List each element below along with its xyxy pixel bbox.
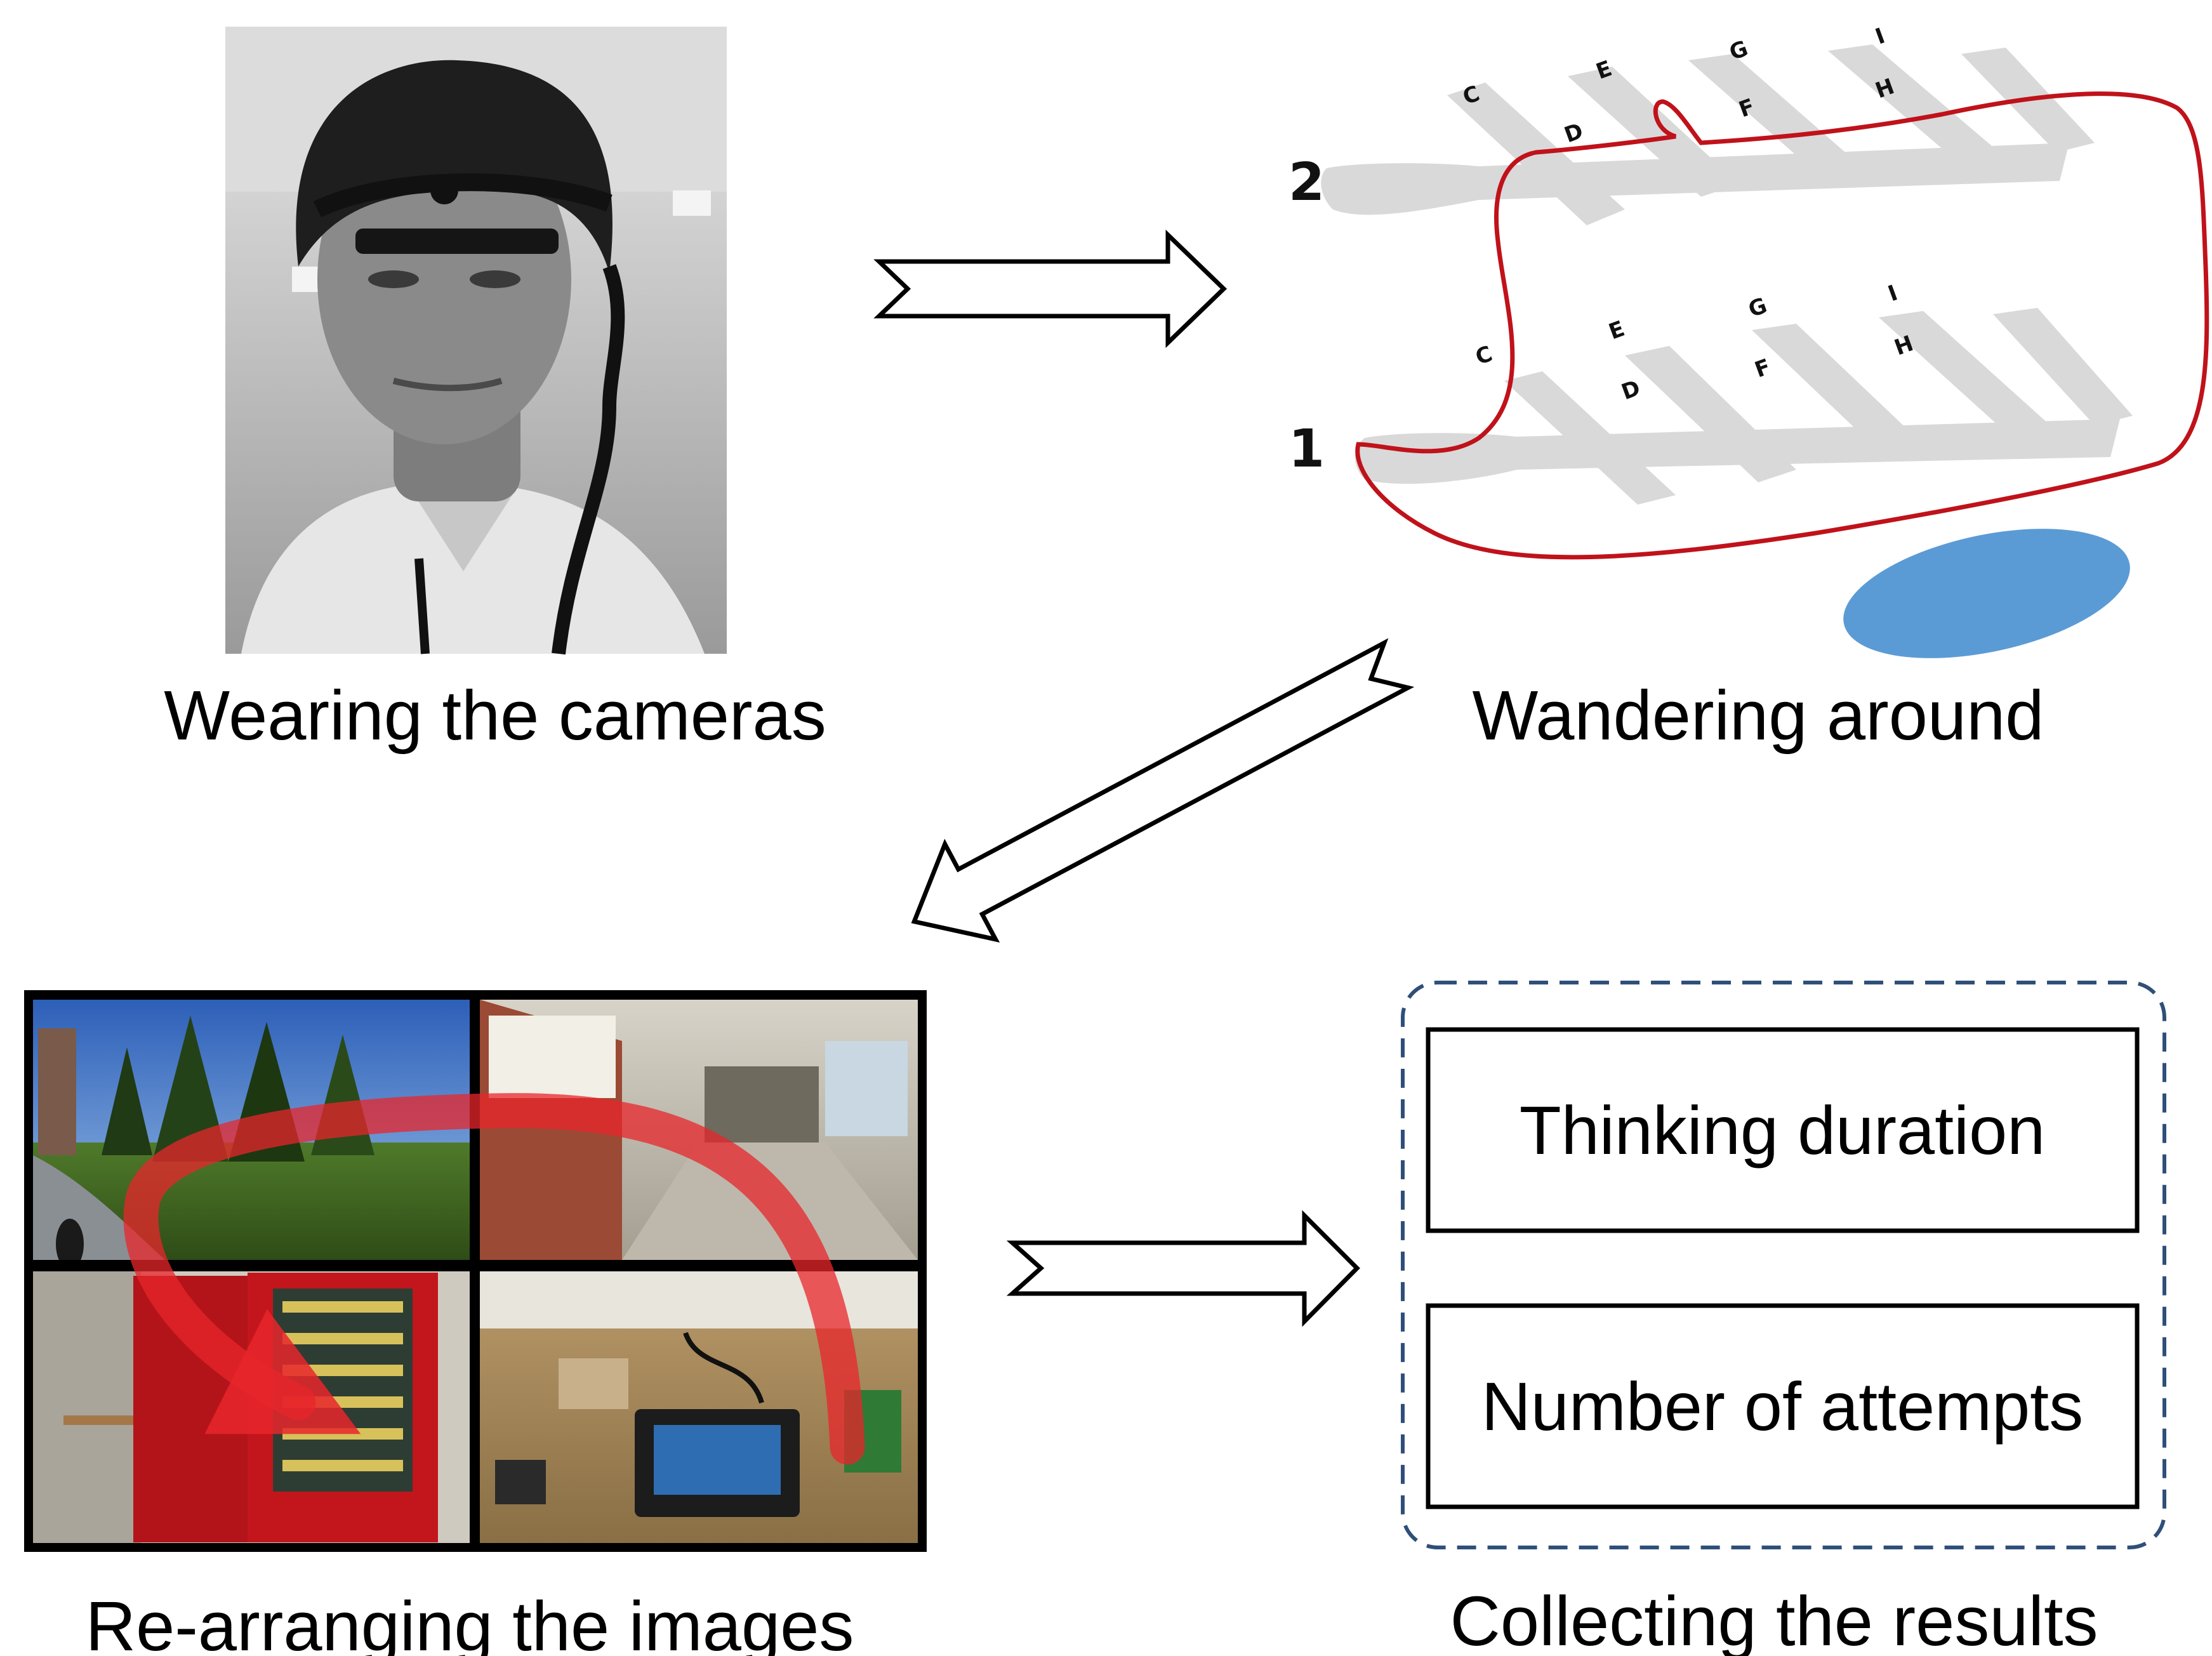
image-vending-machine <box>33 1271 470 1543</box>
floor-1-label: 1 <box>1288 419 1325 479</box>
map-letter-c1: C <box>1472 341 1495 370</box>
walking-route <box>1355 91 2209 560</box>
arrow-right-icon <box>1006 1210 1360 1327</box>
number-of-attempts-label: Number of attempts <box>1481 1368 2083 1445</box>
arrow-right-icon <box>873 229 1228 348</box>
arrow-diagonal-icon <box>911 638 1415 943</box>
wandering-caption: Wandering around <box>1473 677 2044 755</box>
map-letter-f1: F <box>1751 354 1774 383</box>
map-letter-i2: I <box>1872 23 1888 50</box>
map-letter-d1: D <box>1618 375 1643 405</box>
map-letter-i1: I <box>1884 281 1901 307</box>
number-of-attempts-box <box>1426 1303 2140 1509</box>
thinking-duration-label: Thinking duration <box>1520 1092 2046 1169</box>
rearranging-caption: Re-arranging the images <box>86 1587 854 1656</box>
map-letter-g1: G <box>1745 293 1770 322</box>
wearing-cameras-photo <box>225 27 727 655</box>
floor-2-label: 2 <box>1288 152 1325 213</box>
rearranging-panel <box>24 990 927 1552</box>
results-group: Thinking duration Number of attempts <box>1401 981 2166 1549</box>
map-letter-d2: D <box>1561 118 1586 148</box>
results-dashed-frame <box>1401 981 2166 1549</box>
wandering-map: C E G I D F H C E G I D F H 2 1 <box>1288 23 2209 658</box>
thinking-duration-box <box>1426 1027 2140 1233</box>
map-letter-e1: E <box>1605 316 1628 345</box>
floor-2-corridors <box>1321 44 2095 225</box>
blue-zone <box>1843 529 2130 658</box>
floor-1-corridors <box>1355 308 2133 505</box>
collecting-caption: Collecting the results <box>1450 1582 2098 1656</box>
rearrange-path-arrow <box>123 1093 865 1465</box>
wearing-caption: Wearing the cameras <box>164 677 826 755</box>
